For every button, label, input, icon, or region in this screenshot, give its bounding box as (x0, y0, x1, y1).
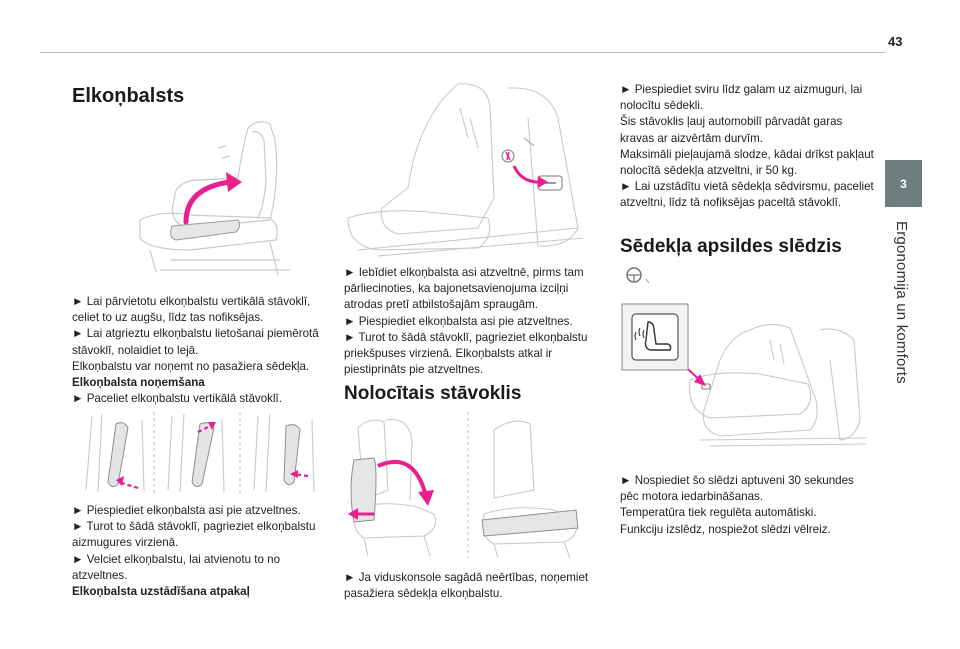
pink-arrow-icon (694, 374, 706, 386)
instruction-line: Temperatūra tiek regulēta automātiski. (620, 506, 817, 520)
armrest-instructions: ► Lai pārvietotu elkoņbalstu vertikālā s… (72, 294, 327, 407)
armrest-refit-illustration (338, 78, 588, 258)
instruction-line: Šis stāvoklis ļauj automobilī pārvadāt g… (620, 115, 843, 145)
armrest-refit-instructions: ► Iebīdiet elkoņbalsta asi atzveltnē, pi… (344, 265, 599, 378)
instruction-line: ► Velciet elkoņbalstu, lai atvienotu to … (72, 552, 281, 582)
instruction-line: ► Nospiediet šo slēdzi aptuveni 30 sekun… (620, 474, 854, 504)
pink-arrow-icon (418, 490, 434, 506)
instruction-line: ► Turot to šādā stāvoklī, pagrieziet elk… (72, 520, 316, 550)
subheading-removal: Elkoņbalsta noņemšana (72, 376, 205, 390)
instruction-line: Funkciju izslēdz, nospiežot slēdzi vēlre… (620, 522, 831, 536)
seat-heating-icon (634, 321, 672, 351)
pink-arrow-icon (116, 476, 124, 486)
instruction-line: ► Piespiediet sviru līdz galam uz aizmug… (620, 83, 863, 113)
page-number: 43 (888, 34, 903, 49)
seat-heating-heading: Sēdekļa apsildes slēdzis (620, 236, 842, 257)
seat-heating-instructions: ► Nospiediet šo slēdzi aptuveni 30 sekun… (620, 473, 875, 538)
header-rule (40, 52, 885, 53)
steering-wheel-icon (620, 265, 652, 287)
instruction-line: ► Lai atgrieztu elkoņbalstu lietošanai p… (72, 327, 319, 357)
instruction-line: ► Ja viduskonsole sagādā neērtības, noņe… (344, 571, 589, 601)
chapter-title: Ergonomija un komforts (893, 221, 910, 384)
pink-arrow-icon (348, 508, 358, 520)
instruction-line: ► Iebīdiet elkoņbalsta asi atzveltnē, pi… (344, 266, 584, 312)
instruction-line: ► Piespiediet elkoņbalsta asi pie atzvel… (344, 314, 573, 328)
armrest-raise-illustration (130, 110, 320, 290)
subheading-refit: Elkoņbalsta uzstādīšana atpakaļ (72, 585, 250, 599)
armrest-removal-instructions: ► Piespiediet elkoņbalsta asi pie atzvel… (72, 503, 327, 600)
armrest-removal-illustration (72, 410, 327, 498)
pink-arrow-icon (226, 172, 242, 192)
pink-arrow-icon (538, 176, 548, 188)
armrest-heading: Elkoņbalsts (72, 85, 185, 107)
seat-heating-switch-illustration (620, 300, 870, 460)
instruction-line: Maksimāli pieļaujamā slodze, kādai drīks… (620, 147, 874, 178)
pink-arrow-icon (290, 470, 298, 478)
folding-instructions: ► Piespiediet sviru līdz galam uz aizmug… (620, 82, 875, 212)
instruction-line: ► Lai pārvietotu elkoņbalstu vertikālā s… (72, 295, 311, 325)
instruction-line: ► Paceliet elkoņbalstu vertikālā stāvokl… (72, 392, 282, 406)
instruction-line: Elkoņbalstu var noņemt no pasažiera sēde… (72, 359, 310, 373)
instruction-line: ► Turot to šādā stāvoklī, pagrieziet elk… (344, 330, 588, 377)
folded-position-heading: Nolocītais stāvoklis (344, 383, 522, 404)
instruction-line: ► Piespiediet elkoņbalsta asi pie atzvel… (72, 504, 301, 517)
pink-arrow-icon (208, 422, 216, 430)
instruction-line: ► Lai uzstādītu vietā sēdekļa sēdvirsmu,… (620, 180, 874, 210)
folded-instructions: ► Ja viduskonsole sagādā neērtības, noņe… (344, 570, 599, 602)
seat-folding-illustration (344, 410, 584, 560)
chapter-tab: 3 (885, 160, 922, 207)
